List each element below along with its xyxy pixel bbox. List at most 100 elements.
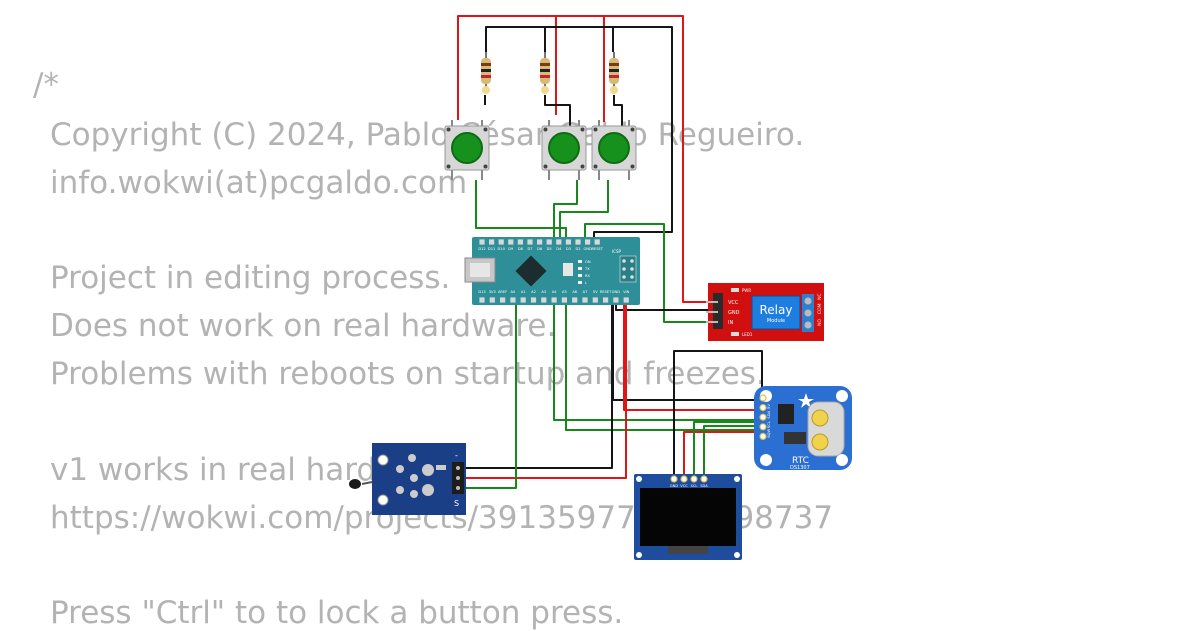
status-led	[578, 267, 582, 270]
arduino-bottom-pin[interactable]	[500, 297, 506, 303]
arduino-bottom-pin[interactable]	[561, 297, 567, 303]
wire-black[interactable]	[673, 350, 763, 478]
rtc-label: RTC	[792, 456, 809, 466]
pushbutton[interactable]	[591, 120, 637, 180]
oled-screen	[640, 488, 736, 546]
arduino-top-pin[interactable]	[537, 239, 543, 245]
arduino-bottom-pin-label: GND	[612, 290, 620, 294]
wire-black[interactable]	[613, 95, 623, 126]
arduino-bottom-pin-label: 5V	[593, 290, 598, 294]
arduino-bottom-pin[interactable]	[520, 297, 526, 303]
wire-green[interactable]	[703, 425, 770, 478]
sensor-minus-label: -	[455, 451, 458, 460]
arduino-top-pin[interactable]	[479, 239, 485, 245]
rtc-pin[interactable]	[759, 423, 767, 431]
rtc-pin[interactable]	[759, 394, 767, 402]
status-led	[578, 281, 582, 284]
pushbutton[interactable]	[541, 120, 587, 180]
relay-terminal-label: NC	[817, 293, 823, 300]
resistor[interactable]	[540, 52, 550, 94]
wire-black[interactable]	[544, 95, 571, 126]
wire-red[interactable]	[464, 300, 627, 479]
arduino-bottom-pin[interactable]	[592, 297, 598, 303]
oled-pin[interactable]	[690, 475, 698, 483]
wire-green[interactable]	[464, 300, 517, 489]
comment-line: Does not work on real hardware.	[50, 308, 557, 344]
arduino-bottom-pin-label: A3	[541, 290, 546, 294]
arduino-top-pin[interactable]	[517, 239, 523, 245]
wire-green[interactable]	[553, 300, 764, 421]
relay-module[interactable]: VCC GND IN PWR LED1 Relay Module NO COM …	[706, 283, 824, 341]
arduino-bottom-pin-label: A6	[572, 290, 577, 294]
arduino-bottom-pin[interactable]	[613, 297, 619, 303]
rtc-pin[interactable]	[759, 432, 767, 440]
reset-button[interactable]	[563, 263, 573, 276]
oled-pin[interactable]	[680, 475, 688, 483]
relay-label: Relay	[760, 303, 793, 317]
wire-red[interactable]	[623, 300, 764, 411]
oled-pin[interactable]	[700, 475, 708, 483]
resistor[interactable]	[481, 52, 491, 94]
relay-sublabel: Module	[767, 318, 785, 324]
comment-line: Problems with reboots on startup and fre…	[50, 356, 766, 392]
arduino-bottom-pin-label: A2	[531, 290, 536, 294]
arduino-top-pin[interactable]	[508, 239, 514, 245]
rtc-pin-label: GND	[766, 391, 771, 400]
arduino-top-pin[interactable]	[546, 239, 552, 245]
wire-green[interactable]	[565, 300, 764, 431]
arduino-bottom-pin[interactable]	[582, 297, 588, 303]
oled-pin-label: GND	[670, 484, 678, 488]
arduino-top-pin[interactable]	[498, 239, 504, 245]
arduino-bottom-pin[interactable]	[572, 297, 578, 303]
arduino-top-pin[interactable]	[565, 239, 571, 245]
status-led-label: ON	[585, 260, 591, 264]
arduino-top-pin-label: D3	[566, 247, 571, 251]
wire-black[interactable]	[485, 26, 673, 244]
pushbutton[interactable]	[444, 120, 490, 180]
arduino-bottom-pin[interactable]	[479, 297, 485, 303]
arduino-bottom-pin[interactable]	[623, 297, 629, 303]
arduino-top-pin[interactable]	[585, 239, 591, 245]
wire-green[interactable]	[475, 180, 567, 244]
arduino-bottom-pin[interactable]	[551, 297, 557, 303]
arduino-bottom-pin[interactable]	[530, 297, 537, 303]
wire-red[interactable]	[457, 15, 712, 303]
rtc-pin[interactable]	[759, 413, 767, 421]
arduino-bottom-pin[interactable]	[489, 297, 495, 303]
wire-green[interactable]	[584, 223, 712, 323]
arduino-top-pin-label: D6	[537, 247, 543, 251]
relay-pin-label: IN	[728, 320, 733, 326]
oled-pin[interactable]	[670, 475, 678, 483]
temperature-sensor[interactable]: - S	[349, 443, 466, 515]
arduino-top-pin[interactable]	[556, 239, 562, 245]
arduino-bottom-pin-label: A1	[521, 290, 526, 294]
rtc-pin[interactable]	[759, 404, 767, 412]
chip	[515, 255, 547, 287]
wire-green[interactable]	[559, 180, 609, 244]
arduino-bottom-pin[interactable]	[603, 297, 609, 303]
usb-connector	[464, 257, 496, 283]
arduino-bottom-pin[interactable]	[510, 297, 516, 303]
resistor[interactable]	[609, 52, 619, 94]
arduino-top-pin[interactable]	[527, 239, 533, 245]
arduino-bottom-pin-label: A7	[583, 290, 588, 294]
wire-green[interactable]	[693, 421, 770, 478]
wire-black[interactable]	[464, 300, 613, 469]
relay-led-label: PWR	[742, 288, 751, 293]
relay-box	[751, 295, 801, 330]
arduino-top-pin-label: D10	[498, 247, 506, 251]
arduino-bottom-pin-label: 3V3	[489, 290, 496, 294]
arduino-top-pin[interactable]	[575, 239, 581, 245]
arduino-top-pin[interactable]	[594, 239, 600, 245]
arduino-top-pin[interactable]	[489, 239, 495, 245]
icsp-header: ICSP	[612, 249, 637, 283]
status-led	[578, 274, 582, 277]
arduino-bottom-pin[interactable]	[541, 297, 547, 303]
wire-green[interactable]	[553, 180, 578, 244]
